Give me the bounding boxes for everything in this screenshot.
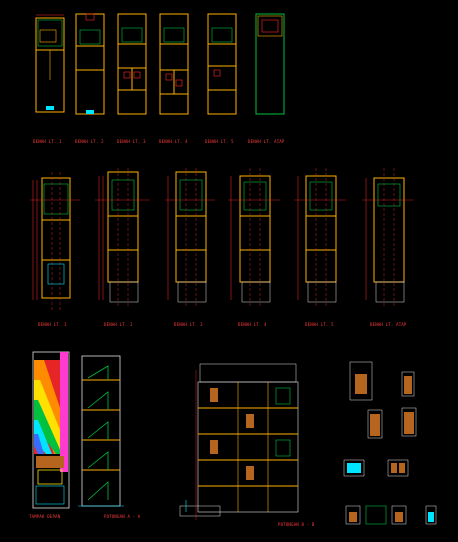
title-denah-dim-lt2: DENAH LT. 2 (104, 322, 133, 327)
detail-window-2 (401, 407, 417, 437)
title-denah-lt4: DENAH LT. 4 (159, 139, 188, 144)
plan-lt5 (207, 13, 237, 115)
detail-small-3 (425, 505, 437, 525)
detail-vent-1 (343, 459, 365, 477)
detail-small-1 (345, 505, 361, 525)
potongan-bb (179, 363, 299, 520)
plan-dim-lt1 (30, 172, 80, 310)
title-denah-dim-lt1: DENAH LT. 1 (38, 322, 67, 327)
potongan-aa (78, 355, 124, 507)
detail-window-1 (367, 409, 383, 439)
plan-dim-lt5 (294, 168, 346, 308)
title-tampak-depan: TAMPAK DEPAN (29, 514, 61, 519)
title-denah-dim-lt4: DENAH LT. 4 (238, 322, 267, 327)
title-denah-lt1: DENAH LT. 1 (33, 139, 62, 144)
detail-vent-2 (387, 459, 409, 477)
title-potongan-bb: POTONGAN B - B (278, 522, 315, 527)
tampak-depan (32, 351, 70, 509)
title-denah-lt3: DENAH LT. 3 (117, 139, 146, 144)
title-denah-dim-lt3: DENAH LT. 3 (174, 322, 203, 327)
title-potongan-aa: POTONGAN A - A (104, 514, 141, 519)
detail-door-2 (401, 371, 415, 397)
title-denah-dim-lt5: DENAH LT. 5 (305, 322, 334, 327)
plan-dim-lt3 (165, 168, 215, 308)
plan-dim-lt-atap (362, 168, 414, 308)
plan-lt1 (35, 14, 65, 113)
title-denah-lt-atap: DENAH LT. ATAP (248, 139, 285, 144)
title-denah-dim-lt-atap: DENAH LT. ATAP (370, 322, 407, 327)
plan-dim-lt2 (95, 168, 150, 308)
title-denah-lt2: DENAH LT. 2 (75, 139, 104, 144)
plan-dim-lt4 (228, 168, 280, 308)
plan-lt2 (75, 13, 105, 115)
plan-lt4 (159, 13, 189, 115)
title-denah-lt5: DENAH LT. 5 (205, 139, 234, 144)
detail-small-2 (365, 505, 407, 525)
detail-door-1 (349, 361, 373, 401)
plan-lt3 (117, 13, 147, 115)
plan-lt-atap (255, 13, 285, 115)
